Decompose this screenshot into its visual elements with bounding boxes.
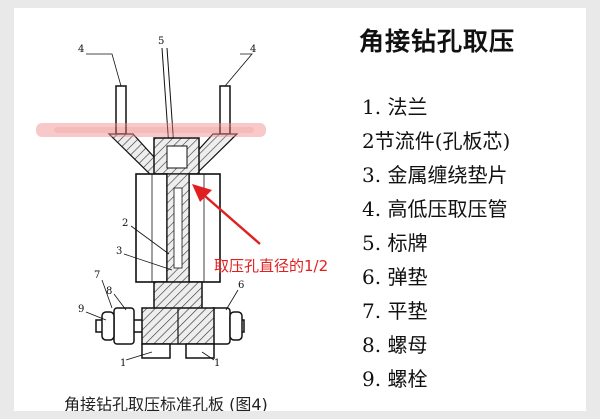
legend-item-orifice-plate: 2节流件(孔板芯) (362, 129, 511, 153)
part-label-flange-left: 1 (120, 358, 126, 369)
flange-foot-left (141, 343, 171, 359)
diagram-title: 角接钻孔取压 (359, 27, 516, 56)
tag-rod (161, 47, 175, 149)
flange-body-left (135, 173, 168, 283)
figure-caption: 角接钻孔取压标准孔板 (图4) (64, 395, 268, 411)
bolt-assembly (95, 307, 245, 345)
legend-item-flange: 1. 法兰 (362, 95, 428, 119)
orifice-plate-drawing: 4 5 4 2 3 7 8 9 6 1 1 (36, 36, 266, 369)
part-label-flange-right: 1 (214, 358, 220, 369)
legend-item-spring-washer: 6. 弹垫 (362, 265, 428, 289)
part-label-plate: 2 (122, 218, 128, 229)
part-label-nut: 8 (106, 286, 112, 297)
blur-smudge (36, 123, 266, 137)
part-label-tag: 5 (158, 36, 164, 47)
legend-item-pressure-tube: 4. 高低压取压管 (362, 197, 508, 221)
leader-lines (85, 53, 253, 361)
legend-item-flat-washer: 7. 平垫 (362, 299, 428, 323)
figure-frame: 4 5 4 2 3 7 8 9 6 1 1 角接钻孔取压 1. 法兰 2节流件(… (14, 8, 586, 411)
part-label-spring-washer: 6 (238, 280, 244, 291)
orifice-plate-core (166, 173, 190, 283)
legend-item-tag: 5. 标牌 (362, 231, 428, 255)
legend-item-bolt: 9. 螺栓 (362, 367, 428, 391)
callout-arrow (192, 184, 261, 245)
part-label-tube-right: 4 (250, 44, 256, 55)
legend-item-gasket: 3. 金属缠绕垫片 (362, 163, 508, 187)
part-label-gasket: 3 (116, 246, 122, 257)
callout-label: 取压孔直径的1/2 (214, 257, 329, 275)
upper-flange-block (153, 137, 200, 175)
part-label-tube-left: 4 (78, 44, 84, 55)
legend-item-nut: 8. 螺母 (362, 333, 428, 357)
flange-foot-right (185, 343, 215, 359)
part-label-bolt: 9 (78, 304, 84, 315)
part-label-flat-washer: 7 (94, 270, 100, 281)
parts-legend: 1. 法兰 2节流件(孔板芯) 3. 金属缠绕垫片 4. 高低压取压管 5. 标… (362, 90, 510, 396)
